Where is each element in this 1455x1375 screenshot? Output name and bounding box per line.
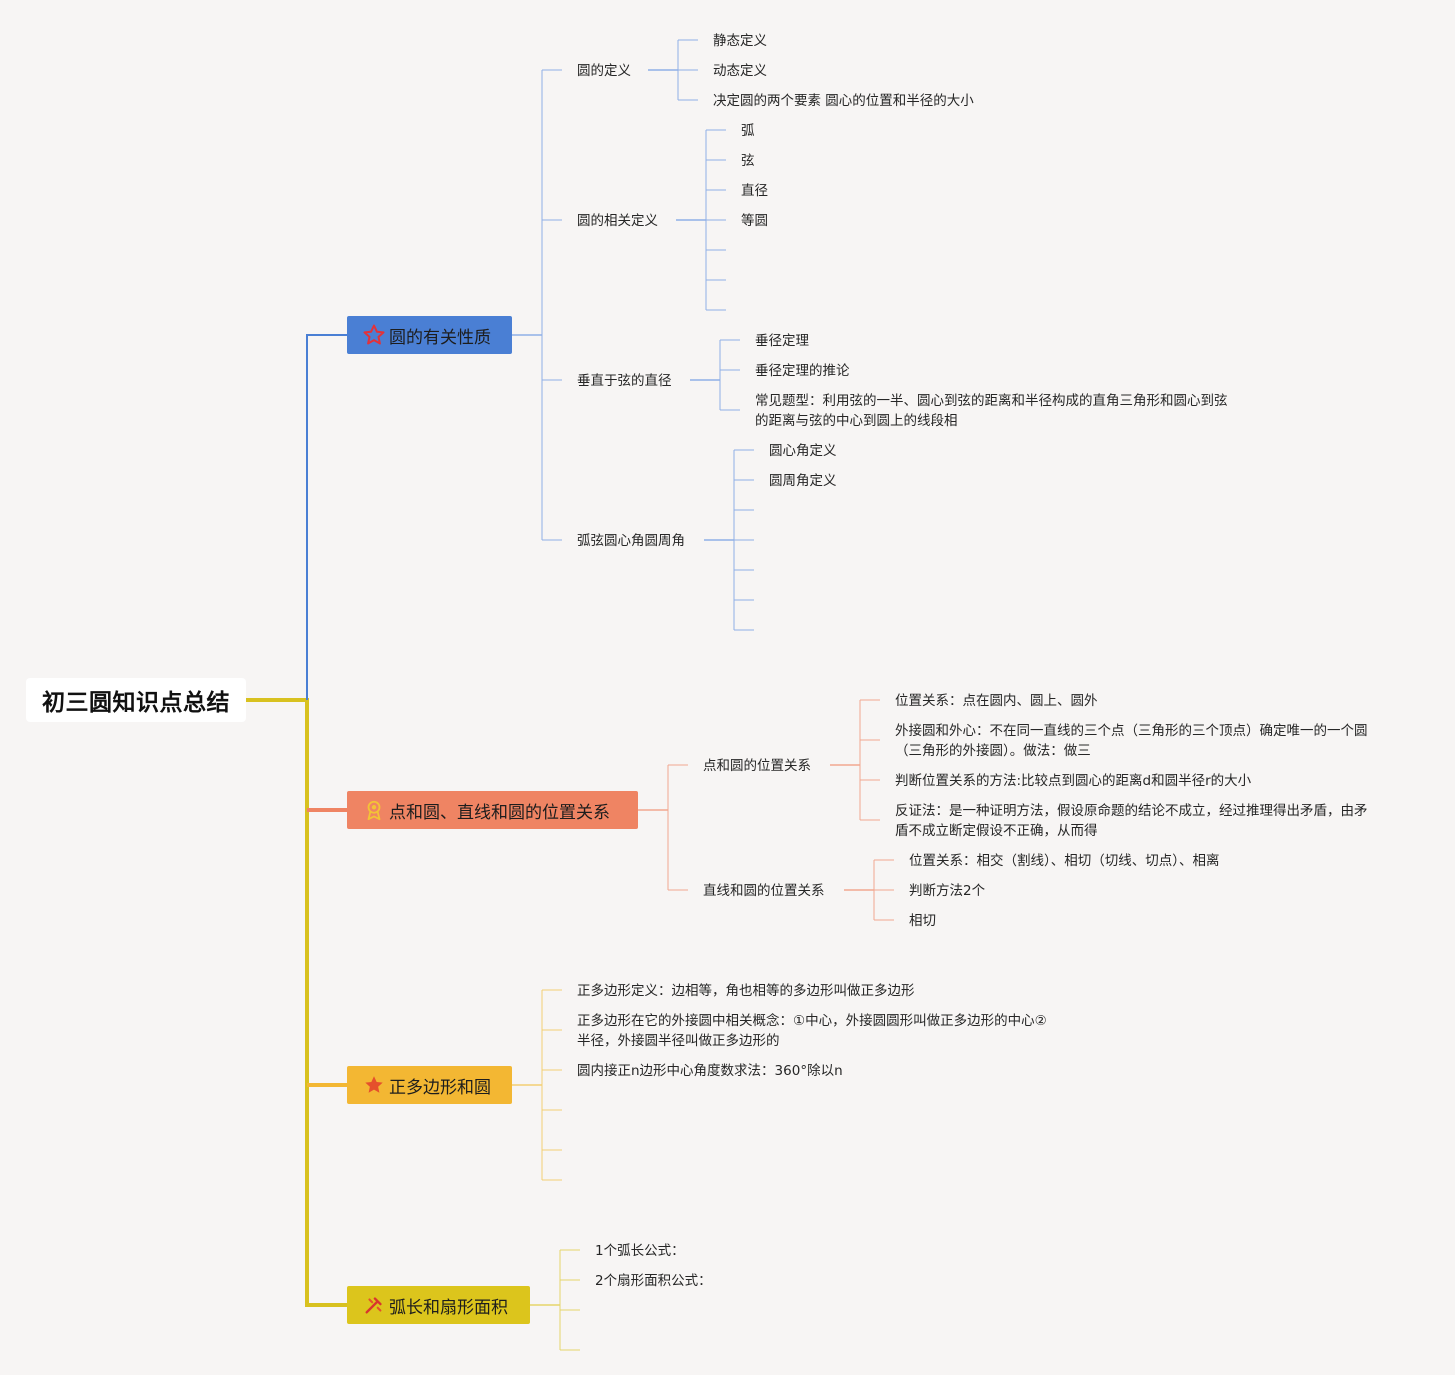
subtopic-perpendicular-diameter[interactable]: 垂直于弦的直径 (577, 373, 672, 389)
subtopic-circle-definition[interactable]: 圆的定义 (577, 63, 631, 79)
leaf-central-angle[interactable]: 圆心角定义 (769, 443, 837, 459)
award-icon (361, 798, 387, 822)
root-link-trunk (246, 698, 347, 1307)
leaf-perpendicular-theorem[interactable]: 垂径定理 (755, 333, 809, 349)
subtopic-line-circle[interactable]: 直线和圆的位置关系 (703, 883, 825, 899)
leaf-chord[interactable]: 弦 (741, 153, 755, 169)
leaf-central-angle-formula[interactable]: 圆内接正n边形中心角度数求法：360°除以n (577, 1063, 843, 1079)
root-topic[interactable]: 初三圆知识点总结 (26, 678, 246, 722)
branch-label: 点和圆、直线和圆的位置关系 (389, 802, 610, 823)
branch-label: 圆的有关性质 (389, 327, 491, 348)
leaf-sector-area-formula[interactable]: 2个扇形面积公式： (595, 1273, 712, 1289)
leaf-arc-length-formula[interactable]: 1个弧长公式： (595, 1243, 685, 1259)
leaf-static-definition[interactable]: 静态定义 (713, 33, 767, 49)
subtopic-point-circle[interactable]: 点和圆的位置关系 (703, 758, 811, 774)
leaf-proof-by-contradiction[interactable]: 反证法：是一种证明方法，假设原命题的结论不成立，经过推理得出矛盾，由矛 盾不成立… (895, 803, 1368, 839)
subtopic-arc-chord-angles[interactable]: 弧弦圆心角圆周角 (577, 533, 685, 549)
leaf-polygon-concepts[interactable]: 正多边形在它的外接圆中相关概念：①中心，外接圆圆形叫做正多边形的中心② 半径，外… (577, 1013, 1047, 1049)
leaf-circumcircle[interactable]: 外接圆和外心：不在同一直线的三个点（三角形的三个顶点）确定唯一的一个圆 （三角形… (895, 723, 1368, 759)
star-filled-icon (361, 1073, 387, 1097)
leaf-regular-polygon-definition[interactable]: 正多边形定义：边相等，角也相等的多边形叫做正多边形 (577, 983, 915, 999)
branch-label: 正多边形和圆 (389, 1077, 491, 1098)
leaf-two-methods[interactable]: 判断方法2个 (909, 883, 986, 899)
leaf-equal-circles[interactable]: 等圆 (741, 213, 768, 229)
subtopic-related-definitions[interactable]: 圆的相关定义 (577, 213, 658, 229)
leaf-arc[interactable]: 弧 (741, 123, 755, 139)
leaf-line-position[interactable]: 位置关系：相交（割线）、相切（切线、切点）、相离 (909, 853, 1220, 869)
leaf-inscribed-angle[interactable]: 圆周角定义 (769, 473, 837, 489)
leaf-theorem-corollary[interactable]: 垂径定理的推论 (755, 363, 850, 379)
leaf-common-problems[interactable]: 常见题型：利用弦的一半、圆心到弦的距离和半径构成的直角三角形和圆心到弦 的距离与… (755, 393, 1228, 429)
leaf-judging-method[interactable]: 判断位置关系的方法:比较点到圆心的距离d和圆半径r的大小 (895, 773, 1252, 789)
leaf-dynamic-definition[interactable]: 动态定义 (713, 63, 767, 79)
branch-regular-polygon[interactable]: 正多边形和圆 (347, 1066, 512, 1104)
tools-icon (361, 1293, 387, 1317)
leaf-point-position[interactable]: 位置关系：点在圆内、圆上、圆外 (895, 693, 1098, 709)
leaf-two-elements[interactable]: 决定圆的两个要素 圆心的位置和半径的大小 (713, 93, 974, 109)
branch-arc-sector[interactable]: 弧长和扇形面积 (347, 1286, 530, 1324)
star-outline-icon (361, 323, 387, 347)
leaf-diameter[interactable]: 直径 (741, 183, 768, 199)
root-link-b1 (306, 334, 347, 700)
branch-label: 弧长和扇形面积 (389, 1297, 508, 1318)
branch-position-relations[interactable]: 点和圆、直线和圆的位置关系 (347, 791, 638, 829)
root-title: 初三圆知识点总结 (42, 690, 230, 716)
branch-circle-properties[interactable]: 圆的有关性质 (347, 316, 512, 354)
leaf-tangent[interactable]: 相切 (909, 913, 936, 929)
